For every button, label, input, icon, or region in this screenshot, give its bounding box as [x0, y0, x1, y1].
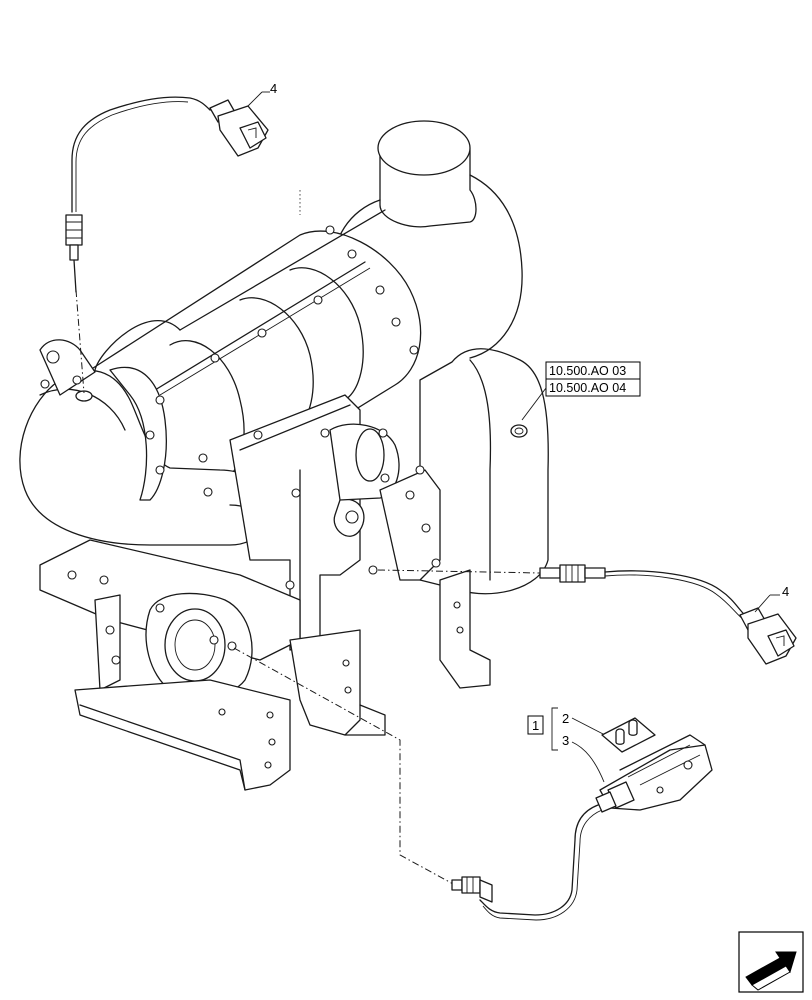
next-page-arrow-icon[interactable] [738, 931, 804, 993]
temperature-sensor-right[interactable] [539, 564, 797, 665]
reference-2[interactable]: 10.500.AO 04 [549, 381, 626, 395]
assembly-leader-lines [75, 190, 541, 886]
kit-callouts: 1 2 3 [527, 707, 606, 783]
sensor-connector-top [209, 99, 269, 157]
clamp-bands [210, 225, 419, 363]
sensor-plug-item-2[interactable] [601, 717, 656, 753]
reference-box[interactable]: 10.500.AO 03 10.500.AO 04 [521, 361, 641, 421]
nox-sensor-item-3[interactable] [479, 734, 713, 921]
callout-4-right-label: 4 [782, 584, 789, 599]
temperature-sensor-top[interactable] [65, 96, 269, 293]
callout-4-top: 4 [247, 81, 277, 107]
reference-1[interactable]: 10.500.AO 03 [549, 364, 626, 378]
exhaust-temp-probe-bottom [451, 876, 493, 903]
callout-3-label: 3 [562, 733, 569, 748]
callout-4-top-label: 4 [270, 81, 277, 96]
callout-1-label: 1 [532, 718, 539, 733]
callout-2-label: 2 [562, 711, 569, 726]
callout-4-right: 4 [754, 584, 789, 613]
sensor-connector-right [739, 607, 797, 665]
aftertreatment-assembly [19, 120, 549, 791]
